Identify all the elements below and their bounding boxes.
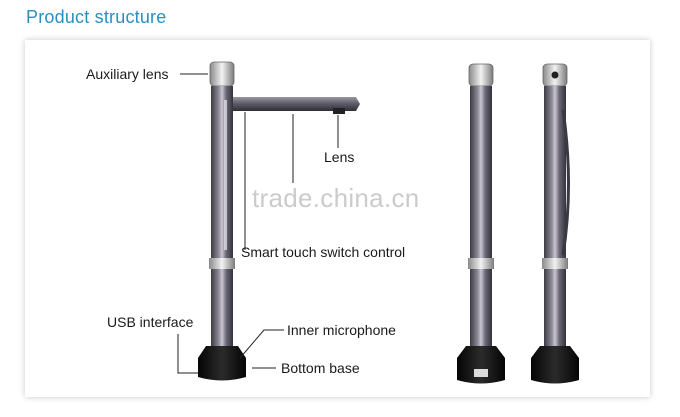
upper-pole	[211, 86, 233, 258]
callout-usb-interface: USB interface	[107, 314, 194, 330]
callout-inner-microphone: Inner microphone	[287, 322, 396, 338]
lens-head	[333, 108, 345, 114]
auxiliary-lens-cap	[468, 63, 494, 87]
watermark: trade.china.cn	[252, 183, 420, 213]
callout-smart-touch-switch: Smart touch switch control	[241, 244, 406, 260]
lower-pole	[544, 269, 566, 348]
usb-port	[474, 369, 488, 377]
scanner-front-view	[457, 63, 505, 384]
bottom-base	[531, 346, 579, 384]
touch-switch-curve	[561, 109, 570, 256]
callout-bottom-base: Bottom base	[281, 360, 360, 376]
pole-ring	[542, 258, 568, 269]
scanner-side-view	[531, 63, 579, 384]
bottom-base	[457, 346, 505, 384]
upper-pole	[470, 86, 492, 258]
lens-arm	[233, 97, 360, 111]
lower-pole	[211, 269, 233, 348]
pole-ring	[209, 258, 235, 269]
auxiliary-lens	[551, 71, 559, 79]
scanner-with-arm	[198, 61, 360, 381]
callout-auxiliary-lens: Auxiliary lens	[86, 66, 169, 82]
lower-pole	[470, 269, 492, 348]
page-title: Product structure	[26, 7, 167, 27]
upper-pole	[544, 86, 566, 258]
leader-lines	[177, 73, 339, 374]
pole-ring	[468, 258, 494, 269]
touch-strip	[224, 100, 227, 250]
bottom-base	[198, 346, 246, 381]
auxiliary-lens-cap	[209, 61, 235, 87]
callout-lens: Lens	[324, 149, 355, 165]
